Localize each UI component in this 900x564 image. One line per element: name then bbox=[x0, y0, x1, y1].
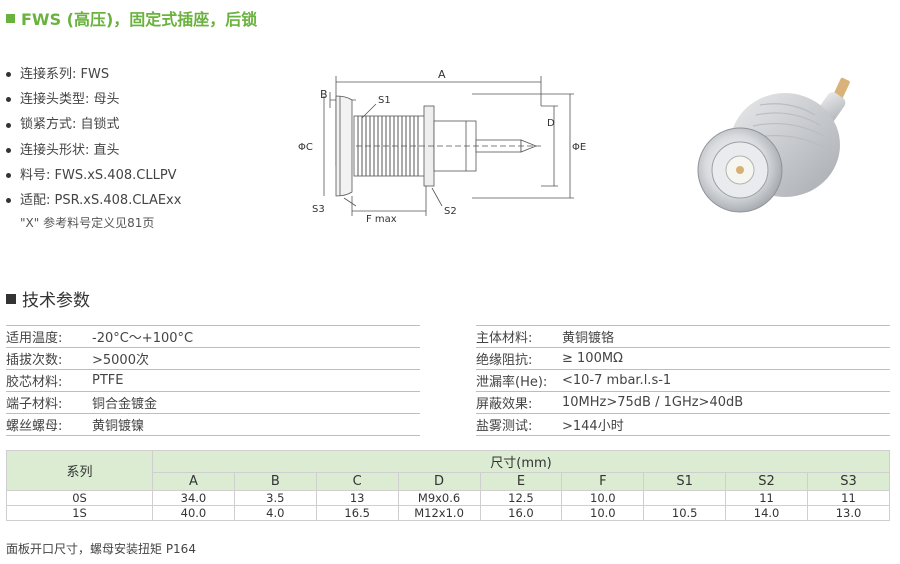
dimension-table: 系列 尺寸(mm) A B C D E F S1 S2 S3 0S 34.0 3… bbox=[6, 450, 890, 521]
product-title-text: FWS (高压)，固定式插座，后锁 bbox=[21, 10, 258, 29]
product-photo bbox=[697, 77, 850, 213]
dim-label-c: ΦC bbox=[298, 142, 313, 153]
bullet-icon bbox=[6, 147, 11, 153]
col-header: C bbox=[315, 472, 399, 491]
table-row: 1S 40.0 4.0 16.5 M12x1.0 16.0 10.0 10.5 … bbox=[6, 505, 890, 521]
dim-label-d: D bbox=[547, 118, 555, 129]
dim-label-s2: S2 bbox=[444, 206, 457, 217]
spec-item: 料号: FWS.xS.408.CLLPV bbox=[6, 163, 181, 188]
col-header: F bbox=[561, 472, 645, 491]
param-row: 螺丝螺母:黄铜镀镍 bbox=[6, 414, 420, 436]
dim-label-f: F max bbox=[366, 214, 397, 225]
param-row: 胶芯材料:PTFE bbox=[6, 370, 420, 392]
table-row: 0S 34.0 3.5 13 M9x0.6 12.5 10.0 11 11 bbox=[6, 490, 890, 506]
dim-label-e: ΦE bbox=[572, 142, 586, 153]
param-row: 端子材料:铜合金镀金 bbox=[6, 392, 420, 414]
params-right: 主体材料:黄铜镀铬 绝缘阻抗:≥ 100MΩ 泄漏率(He):<10-7 mba… bbox=[476, 325, 890, 436]
param-row: 插拔次数:>5000次 bbox=[6, 348, 420, 370]
tech-params-heading: 技术参数 bbox=[6, 286, 90, 311]
footer-note: 面板开口尺寸，螺母安装扭矩 P164 bbox=[6, 542, 196, 556]
param-row: 绝缘阻抗:≥ 100MΩ bbox=[476, 348, 890, 370]
dim-label-a: A bbox=[438, 68, 446, 81]
spec-item: 连接头形状: 直头 bbox=[6, 138, 181, 163]
spec-item: 锁紧方式: 自锁式 bbox=[6, 112, 181, 137]
spec-list: 连接系列: FWS 连接头类型: 母头 锁紧方式: 自锁式 连接头形状: 直头 … bbox=[6, 62, 181, 213]
bullet-icon bbox=[6, 172, 11, 178]
col-header: S3 bbox=[807, 472, 890, 491]
dim-label-b: B bbox=[320, 88, 328, 101]
dim-label-s1: S1 bbox=[378, 95, 391, 106]
product-title: FWS (高压)，固定式插座，后锁 bbox=[6, 6, 257, 30]
spec-item: 连接系列: FWS bbox=[6, 62, 181, 87]
col-header: B bbox=[233, 472, 317, 491]
param-row: 盐雾测试:>144小时 bbox=[476, 414, 890, 436]
param-row: 适用温度:-20°C～+100°C bbox=[6, 325, 420, 348]
part-number-note: "X" 参考料号定义见81页 bbox=[20, 216, 155, 230]
title-square-icon bbox=[6, 13, 15, 23]
bullet-icon bbox=[6, 97, 11, 103]
col-header: E bbox=[479, 472, 563, 491]
col-header: A bbox=[152, 472, 235, 491]
technical-drawing: A B S1 ΦC D ΦE S3 F max S2 bbox=[298, 68, 586, 225]
spec-item: 连接头类型: 母头 bbox=[6, 87, 181, 112]
col-header: S1 bbox=[643, 472, 727, 491]
spec-item: 适配: PSR.xS.408.CLAExx bbox=[6, 188, 181, 213]
param-row: 主体材料:黄铜镀铬 bbox=[476, 325, 890, 348]
param-row: 泄漏率(He):<10-7 mbar.l.s-1 bbox=[476, 370, 890, 392]
dim-label-s3: S3 bbox=[312, 204, 325, 215]
bullet-icon bbox=[6, 122, 11, 128]
bullet-icon bbox=[6, 198, 11, 204]
size-header: 尺寸(mm) bbox=[152, 450, 890, 473]
section-square-icon bbox=[6, 293, 16, 304]
table-header-row: 系列 尺寸(mm) bbox=[6, 450, 890, 491]
bullet-icon bbox=[6, 72, 11, 78]
param-row: 屏蔽效果:10MHz>75dB / 1GHz>40dB bbox=[476, 392, 890, 414]
series-header: 系列 bbox=[6, 450, 153, 491]
col-header: S2 bbox=[725, 472, 808, 491]
col-header: D bbox=[397, 472, 481, 491]
params-left: 适用温度:-20°C～+100°C 插拔次数:>5000次 胶芯材料:PTFE … bbox=[6, 325, 420, 436]
